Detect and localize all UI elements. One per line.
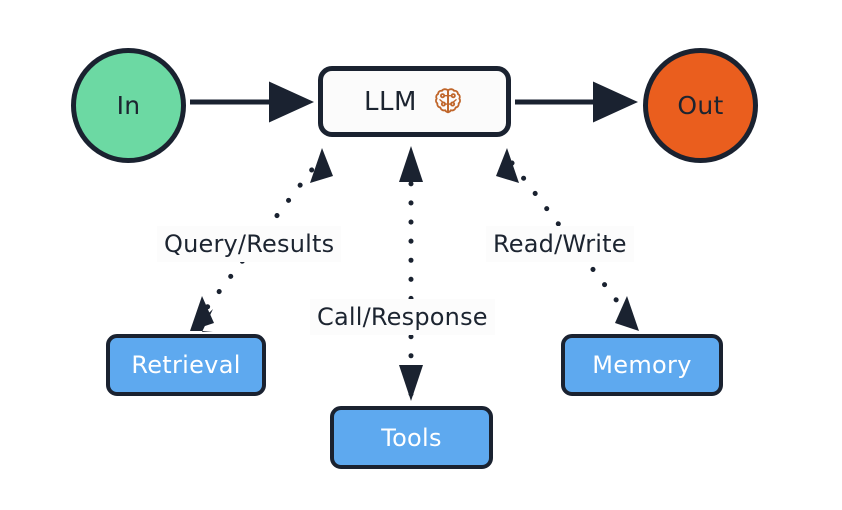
node-tools[interactable]: Tools [330, 406, 493, 469]
edge-llm-retrieval [190, 148, 333, 332]
node-llm-label: LLM [364, 86, 417, 117]
edge-llm-tools [399, 146, 423, 401]
node-llm[interactable]: LLM [318, 66, 511, 137]
brain-icon [434, 87, 461, 113]
node-out-label: Out [677, 91, 724, 120]
node-memory-label: Memory [592, 351, 692, 379]
node-in[interactable]: In [71, 48, 186, 163]
node-retrieval-label: Retrieval [131, 351, 241, 379]
edge-label-read-write: Read/Write [486, 226, 634, 262]
node-tools-label: Tools [381, 423, 442, 452]
edge-label-call-response: Call/Response [310, 299, 495, 335]
node-retrieval[interactable]: Retrieval [106, 334, 266, 396]
edge-label-query-results: Query/Results [157, 226, 342, 262]
edge-llm-memory [496, 148, 639, 331]
node-in-label: In [116, 91, 141, 120]
node-out[interactable]: Out [643, 48, 758, 163]
node-memory[interactable]: Memory [561, 334, 723, 396]
